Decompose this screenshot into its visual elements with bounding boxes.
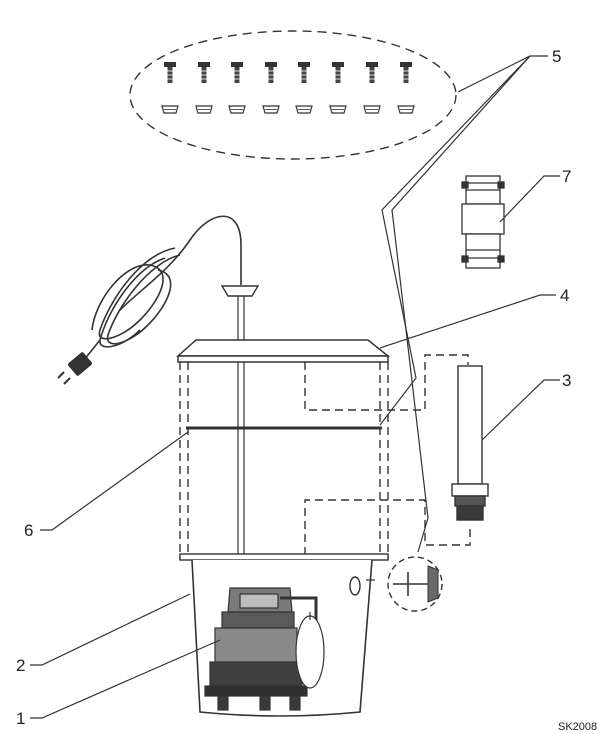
cord-grommet	[220, 285, 260, 297]
nut-icon	[329, 105, 347, 114]
leader-5-gasket	[379, 55, 531, 426]
coupling-icon	[461, 175, 505, 269]
callout-5: 5	[552, 47, 561, 66]
leader-3	[481, 379, 560, 441]
tank-lid	[176, 339, 391, 363]
leader-1	[30, 639, 221, 719]
nut-icon	[228, 105, 246, 114]
nut-icon	[262, 105, 280, 114]
nut-row	[161, 105, 415, 114]
tank-band	[179, 553, 389, 561]
discharge-fitting	[349, 556, 443, 612]
callout-4: 4	[560, 286, 569, 305]
bolt-icon	[230, 61, 244, 84]
nut-icon	[295, 105, 313, 114]
power-cord	[83, 215, 242, 361]
leader-6	[40, 431, 189, 531]
leader-lines	[30, 55, 560, 719]
tank-extension	[179, 354, 471, 560]
callout-2: 2	[16, 656, 25, 675]
bolt-icon	[365, 61, 379, 84]
leader-7	[499, 175, 560, 223]
drawing-code: SK2008	[558, 721, 597, 733]
nut-icon	[195, 105, 213, 114]
nut-icon	[397, 105, 415, 114]
leader-5-fitting	[391, 55, 531, 553]
bolt-row	[163, 61, 413, 84]
bolt-icon	[264, 61, 278, 84]
pump-unit	[204, 587, 325, 711]
plug-icon	[57, 352, 92, 385]
hardware-kit-outline	[129, 30, 457, 160]
nut-icon	[363, 105, 381, 114]
callout-7: 7	[562, 167, 571, 186]
bolt-icon	[297, 61, 311, 84]
discharge-pipe	[451, 365, 489, 521]
callout-3: 3	[562, 371, 571, 390]
callout-1: 1	[16, 709, 25, 728]
leader-4	[379, 294, 556, 349]
bolt-icon	[163, 61, 177, 84]
bolt-icon	[197, 61, 211, 84]
bolt-icon	[331, 61, 345, 84]
hardware-kit	[129, 30, 457, 160]
bolt-icon	[399, 61, 413, 84]
leader-2	[30, 593, 191, 666]
nut-icon	[161, 105, 179, 114]
callout-6: 6	[24, 521, 33, 540]
